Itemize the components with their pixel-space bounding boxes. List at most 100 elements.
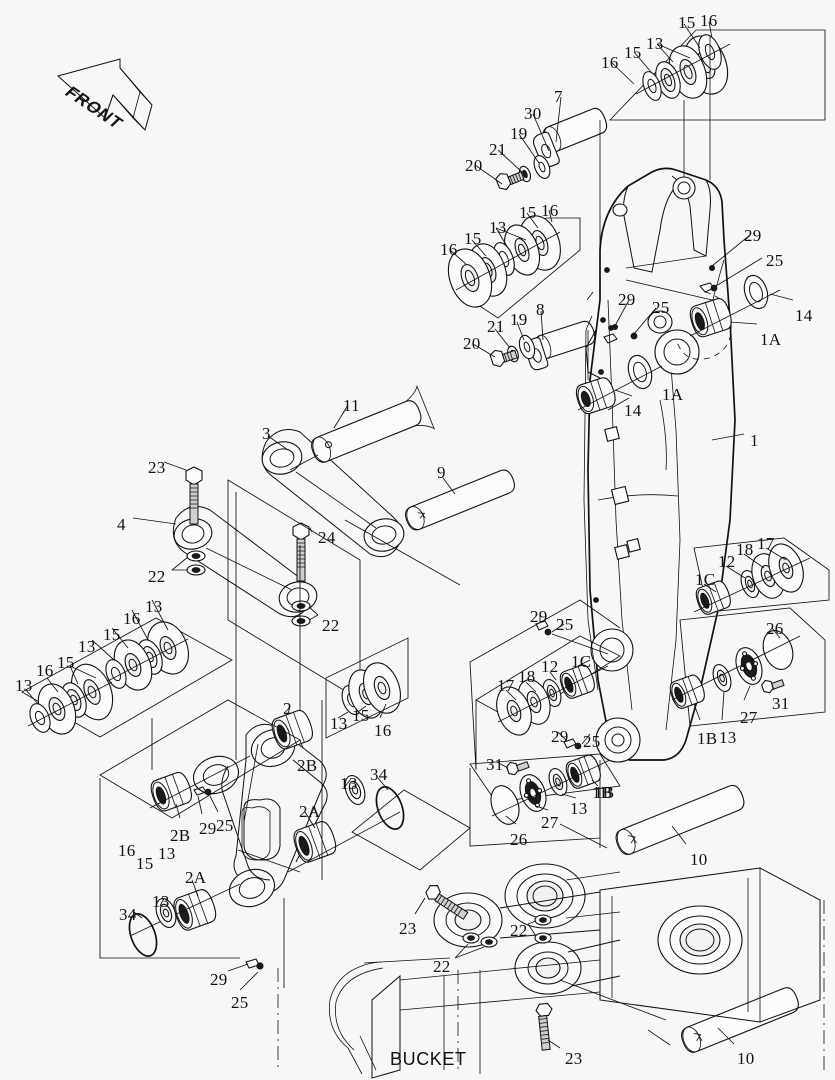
callout-24: 24 bbox=[318, 528, 336, 547]
grease-fitting-link2-lower bbox=[227, 958, 264, 991]
bushing-1B-left bbox=[469, 731, 621, 847]
washer-stack-mid-right bbox=[447, 209, 581, 319]
callout-2A: 2A bbox=[185, 868, 207, 887]
callout-29: 29 bbox=[744, 226, 762, 245]
callout-29: 29 bbox=[210, 970, 228, 989]
callout-22: 22 bbox=[433, 957, 451, 976]
callout-13: 13 bbox=[340, 774, 358, 793]
callout-16: 16 bbox=[541, 201, 559, 220]
callout-2B: 2B bbox=[297, 756, 318, 775]
callout-16: 16 bbox=[440, 240, 458, 259]
callout-26: 26 bbox=[510, 830, 528, 849]
callout-12: 12 bbox=[718, 552, 736, 571]
washer-13-seal-34-left bbox=[128, 897, 177, 957]
callout-15: 15 bbox=[57, 653, 75, 672]
callout-10: 10 bbox=[690, 850, 708, 869]
bolt-23-bottom-left bbox=[414, 885, 469, 920]
callout-34: 34 bbox=[370, 765, 388, 784]
callout-19: 19 bbox=[510, 310, 528, 329]
grease-fitting-link2-upper bbox=[193, 786, 219, 815]
callout-23: 23 bbox=[148, 458, 166, 477]
callout-25: 25 bbox=[652, 298, 670, 317]
washer-stack-left-upper bbox=[21, 599, 233, 738]
callout-12: 12 bbox=[541, 657, 559, 676]
callout-23: 23 bbox=[565, 1049, 583, 1068]
callout-16: 16 bbox=[118, 841, 136, 860]
callout-10: 10 bbox=[737, 1049, 755, 1068]
callout-29: 29 bbox=[530, 607, 548, 626]
callout-27: 27 bbox=[740, 708, 758, 727]
pin-10-lower bbox=[647, 987, 799, 1053]
callout-29: 29 bbox=[199, 819, 217, 838]
callout-16: 16 bbox=[374, 721, 392, 740]
callout-9: 9 bbox=[437, 463, 446, 482]
callout-21: 21 bbox=[487, 317, 505, 336]
callout-25: 25 bbox=[766, 251, 784, 270]
callout-25: 25 bbox=[216, 816, 234, 835]
callout-1A: 1A bbox=[662, 385, 684, 404]
front-direction-arrow bbox=[56, 58, 153, 132]
callout-13: 13 bbox=[78, 637, 96, 656]
bolt-23-left bbox=[163, 461, 203, 525]
callout-20: 20 bbox=[463, 334, 481, 353]
callout-13: 13 bbox=[330, 714, 348, 733]
callout-1A: 1A bbox=[760, 330, 782, 349]
callout-13: 13 bbox=[15, 676, 33, 695]
callout-15: 15 bbox=[519, 203, 537, 222]
bushing-2A-left bbox=[129, 879, 241, 937]
washer-13-seal-34-right bbox=[343, 775, 471, 871]
callout-13: 13 bbox=[719, 728, 737, 747]
callout-2A: 2A bbox=[299, 802, 321, 821]
callout-1B: 1B bbox=[697, 729, 718, 748]
callout-13: 13 bbox=[489, 218, 507, 237]
bushing-1C-upper bbox=[693, 537, 830, 615]
nuts-22-bottom bbox=[363, 932, 498, 964]
callout-2B: 2B bbox=[170, 826, 191, 845]
callout-17: 17 bbox=[757, 534, 775, 553]
callout-13: 13 bbox=[646, 34, 664, 53]
callout-25: 25 bbox=[583, 732, 601, 751]
callout-15: 15 bbox=[624, 43, 642, 62]
callout-7: 7 bbox=[554, 87, 563, 106]
bushing-2B-right bbox=[271, 709, 313, 750]
callout-34: 34 bbox=[119, 905, 137, 924]
nuts-22-bottom-right bbox=[527, 914, 552, 944]
washer-stack-link2 bbox=[325, 637, 409, 739]
callout-20: 20 bbox=[465, 156, 483, 175]
pin-11 bbox=[289, 384, 436, 471]
callout-16: 16 bbox=[700, 11, 718, 30]
callout-17: 17 bbox=[497, 676, 515, 695]
washer-stack-left-lower bbox=[25, 663, 114, 735]
callout-26: 26 bbox=[766, 619, 784, 638]
callout-14: 14 bbox=[795, 306, 813, 325]
callout-13: 13 bbox=[152, 892, 170, 911]
pin-8-assembly bbox=[472, 310, 596, 380]
pin-10-upper bbox=[559, 784, 745, 856]
callout-15: 15 bbox=[464, 229, 482, 248]
arm-left-bracket bbox=[647, 310, 673, 334]
callout-4: 4 bbox=[117, 515, 126, 534]
callout-14: 14 bbox=[624, 401, 642, 420]
callout-22: 22 bbox=[322, 616, 340, 635]
bushing-2B-left bbox=[149, 755, 251, 819]
bushing-1C-lower bbox=[469, 599, 621, 771]
callout-16: 16 bbox=[123, 609, 141, 628]
bolt-24 bbox=[292, 522, 313, 582]
callout-1C: 1C bbox=[695, 570, 716, 589]
callout-13: 13 bbox=[570, 799, 588, 818]
callout-16: 16 bbox=[36, 661, 54, 680]
link-3 bbox=[261, 429, 405, 558]
callout-27: 27 bbox=[541, 813, 559, 832]
callout-31: 31 bbox=[486, 755, 504, 774]
pin-9 bbox=[405, 469, 515, 531]
callout-15: 15 bbox=[678, 13, 696, 32]
callout-3: 3 bbox=[262, 424, 271, 443]
callout-30: 30 bbox=[524, 104, 542, 123]
callout-13: 13 bbox=[145, 597, 163, 616]
washer-stack-top-right bbox=[609, 21, 826, 195]
callout-11: 11 bbox=[343, 396, 360, 415]
callout-2: 2 bbox=[283, 699, 292, 718]
main-arm-body bbox=[583, 167, 745, 763]
callout-23: 23 bbox=[399, 919, 417, 938]
